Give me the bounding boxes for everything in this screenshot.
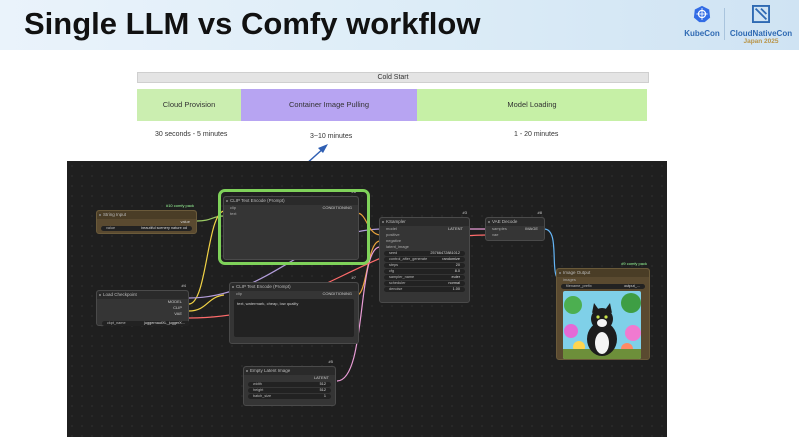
- event-location: Japan 2025: [743, 38, 779, 45]
- input-samples[interactable]: samples: [492, 226, 507, 231]
- node-title[interactable]: Image Output: [557, 269, 649, 277]
- output-latent[interactable]: LATENT: [447, 226, 463, 231]
- phase-container-image-pulling: Container Image Pulling: [241, 89, 417, 121]
- cold-start-bar: Cold Start: [137, 72, 649, 83]
- duration-model-loading: 1 - 20 minutes: [514, 131, 559, 138]
- duration-cloud-provision: 30 seconds - 5 minutes: [155, 131, 228, 138]
- output-conditioning[interactable]: CONDITIONING: [322, 291, 352, 296]
- output-latent[interactable]: LATENT: [313, 375, 329, 380]
- phase-cloud-provision: Cloud Provision: [137, 89, 241, 121]
- input-text[interactable]: text: [230, 211, 237, 216]
- input-latent-image[interactable]: latent_image: [386, 244, 409, 249]
- helm-wheel-icon: [693, 5, 711, 23]
- load-checkpoint-node[interactable]: #4 Load Checkpoint MODEL CLIP VAE: [96, 283, 189, 326]
- node-id: #4: [181, 283, 186, 288]
- input-clip[interactable]: clip: [230, 205, 237, 210]
- phase-model-loading: Model Loading: [417, 89, 647, 121]
- generated-image-preview[interactable]: [563, 291, 641, 359]
- node-title[interactable]: CLIP Text Encode (Prompt): [224, 197, 358, 205]
- cloudnativecon-label: CloudNativeCon: [729, 29, 793, 38]
- cloudnativecon-logo: CloudNativeCon Japan 2025: [727, 4, 795, 45]
- input-negative[interactable]: negative: [386, 238, 402, 243]
- cat-illustration-icon: [563, 291, 641, 359]
- header-band: Single LLM vs Comfy workflow KubeCon Clo…: [0, 0, 799, 50]
- node-title[interactable]: Load Checkpoint: [97, 291, 188, 299]
- output-vae[interactable]: VAE: [174, 311, 182, 316]
- node-output-row: value: [180, 219, 190, 224]
- node-id: #8: [537, 210, 542, 215]
- output-image[interactable]: IMAGE: [525, 226, 538, 231]
- node-id: #5: [328, 359, 333, 364]
- input-model[interactable]: model: [386, 226, 397, 231]
- node-title[interactable]: CLIP Text Encode (Prompt): [230, 283, 358, 291]
- slide-title: Single LLM vs Comfy workflow: [24, 6, 481, 41]
- highlight-frame: [218, 189, 370, 265]
- cncf-icon: [751, 4, 771, 24]
- node-title[interactable]: String Input: [97, 211, 196, 219]
- node-title[interactable]: KSampler: [380, 218, 469, 226]
- duration-image-pulling: 3~10 minutes: [310, 133, 353, 140]
- image-output-node[interactable]: #9 comfy pack Image Output images filena…: [556, 261, 650, 360]
- input-positive[interactable]: positive: [386, 232, 400, 237]
- node-title[interactable]: VAE Decode: [486, 218, 544, 226]
- output-conditioning[interactable]: CONDITIONING: [322, 205, 352, 210]
- negative-prompt-textarea[interactable]: text, watermark, cheap, low quality: [234, 299, 354, 337]
- clip-text-encode-negative-node[interactable]: #7 CLIP Text Encode (Prompt) clip CONDITI…: [229, 275, 359, 344]
- kubecon-logo: KubeCon: [682, 5, 722, 45]
- node-id: #7: [351, 275, 356, 280]
- output-clip[interactable]: CLIP: [173, 305, 182, 310]
- node-title[interactable]: Empty Latent Image: [244, 367, 335, 375]
- logo-divider: [724, 8, 725, 40]
- kubecon-label: KubeCon: [684, 29, 720, 38]
- output-model[interactable]: MODEL: [167, 299, 182, 304]
- input-images[interactable]: images: [563, 277, 576, 282]
- node-badge: #9 comfy pack: [621, 261, 647, 266]
- vae-decode-node[interactable]: #8 VAE Decode samples IMAGE vae: [485, 210, 545, 241]
- ksampler-node[interactable]: #3 KSampler model LATENT positive negativ…: [379, 210, 470, 303]
- node-badge: #10 comfy pack: [165, 203, 194, 208]
- input-vae[interactable]: vae: [492, 232, 499, 237]
- input-clip[interactable]: clip: [236, 291, 243, 296]
- node-id: #3: [462, 210, 467, 215]
